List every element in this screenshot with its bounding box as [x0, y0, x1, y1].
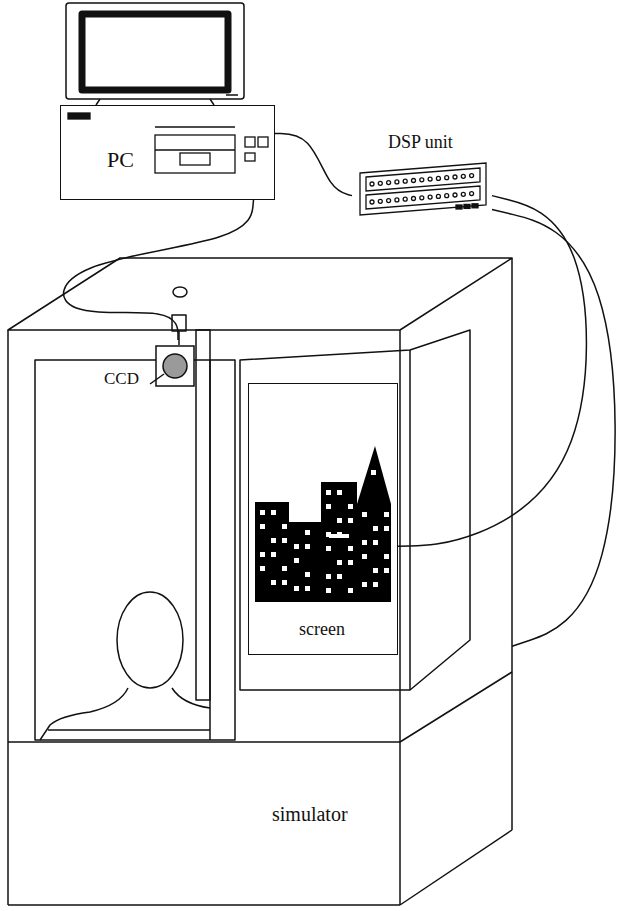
cable — [492, 210, 615, 647]
node-label: PC — [105, 148, 136, 172]
case-details — [60, 105, 275, 200]
node-label: CCD — [102, 370, 141, 389]
node-label: DSP unit — [386, 133, 455, 153]
simulator-cabin: CCD screen simulator — [8, 258, 512, 905]
computer-case: PC — [60, 105, 275, 200]
node-label: simulator — [270, 803, 350, 825]
cable — [398, 196, 586, 547]
node-label: screen — [297, 620, 347, 640]
dsp-unit: DSP unit — [352, 133, 492, 220]
city-skyline — [249, 384, 396, 653]
ccd-camera: CCD — [100, 340, 200, 395]
monitor — [66, 3, 244, 105]
simulator-housing — [8, 258, 512, 905]
cable — [275, 134, 352, 196]
display-screen: screen — [248, 383, 398, 655]
cable — [64, 200, 254, 340]
